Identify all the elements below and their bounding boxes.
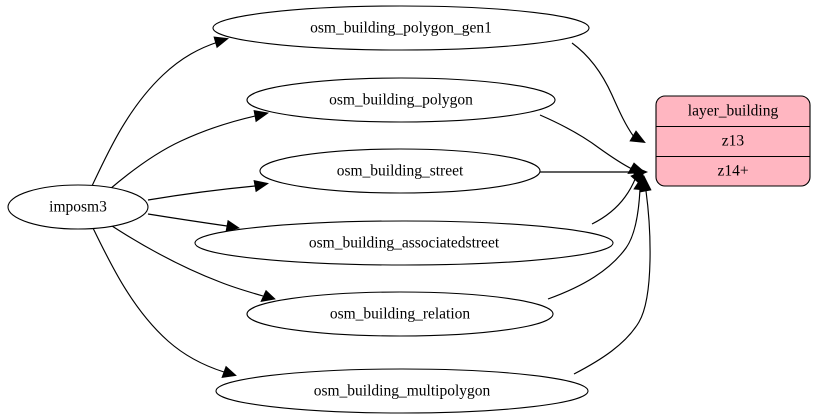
edge-imposm3-to-osm_building_associatedstreet: [147, 213, 240, 233]
node-osm_building_polygon_gen1[interactable]: osm_building_polygon_gen1: [212, 5, 590, 51]
osm-building-relation-ellipse[interactable]: [246, 291, 554, 337]
osm-building-street-label: osm_building_street: [337, 163, 464, 180]
edge-osm_building_polygon_gen1-to-layer_building-z13: [571, 42, 646, 143]
node-group-ellipses: imposm3 osm_building_polygon_gen1 osm_bu…: [7, 5, 614, 414]
edge-osm_building_multipolygon-to-layer_building-z14plus: [573, 174, 652, 375]
osm-building-polygon-ellipse[interactable]: [246, 77, 556, 123]
layer-building-box[interactable]: [655, 95, 811, 187]
imposm3-label: imposm3: [49, 199, 107, 216]
osm-building-associatedstreet-ellipse[interactable]: [194, 220, 614, 266]
edge-group-tables-to-layer: [539, 42, 652, 375]
layer-building-name-label: layer_building: [688, 103, 779, 120]
node-imposm3[interactable]: imposm3: [7, 184, 149, 230]
node-osm_building_associatedstreet[interactable]: osm_building_associatedstreet: [194, 220, 614, 266]
edge-imposm3-to-osm_building_street: [147, 179, 270, 201]
osm-building-street-ellipse[interactable]: [259, 148, 541, 194]
edge-imposm3-to-osm_building_relation: [111, 225, 276, 303]
layer-building-zoom-z13-label: z13: [722, 133, 745, 150]
edge-osm_building_polygon-to-layer_building-z14plus: [539, 114, 647, 174]
edge-imposm3-to-osm_building_multipolygon: [92, 227, 237, 378]
osm-building-associatedstreet-label: osm_building_associatedstreet: [309, 235, 500, 252]
osm-building-multipolygon-ellipse[interactable]: [215, 368, 589, 414]
edge-osm_building_associatedstreet-to-layer_building-z14plus: [591, 170, 645, 225]
node-osm_building_relation[interactable]: osm_building_relation: [246, 291, 554, 337]
node-layer_building[interactable]: layer_building z13 z14+: [655, 95, 811, 187]
edge-imposm3-to-osm_building_polygon_gen1: [91, 36, 229, 187]
osm-building-relation-label: osm_building_relation: [330, 306, 471, 323]
edge-imposm3-to-osm_building_polygon: [109, 110, 270, 190]
node-osm_building_multipolygon[interactable]: osm_building_multipolygon: [215, 368, 589, 414]
osm-building-polygon-gen1-ellipse[interactable]: [212, 5, 590, 51]
imposm3-ellipse[interactable]: [7, 184, 149, 230]
osm-building-polygon-gen1-label: osm_building_polygon_gen1: [310, 20, 492, 37]
osm-building-polygon-label: osm_building_polygon: [329, 92, 473, 109]
node-osm_building_polygon[interactable]: osm_building_polygon: [246, 77, 556, 123]
osm-building-multipolygon-label: osm_building_multipolygon: [314, 383, 491, 400]
layer-building-zoom-z14plus-label: z14+: [717, 163, 748, 180]
node-osm_building_street[interactable]: osm_building_street: [259, 148, 541, 194]
edge-group-source-to-tables: [91, 36, 276, 378]
